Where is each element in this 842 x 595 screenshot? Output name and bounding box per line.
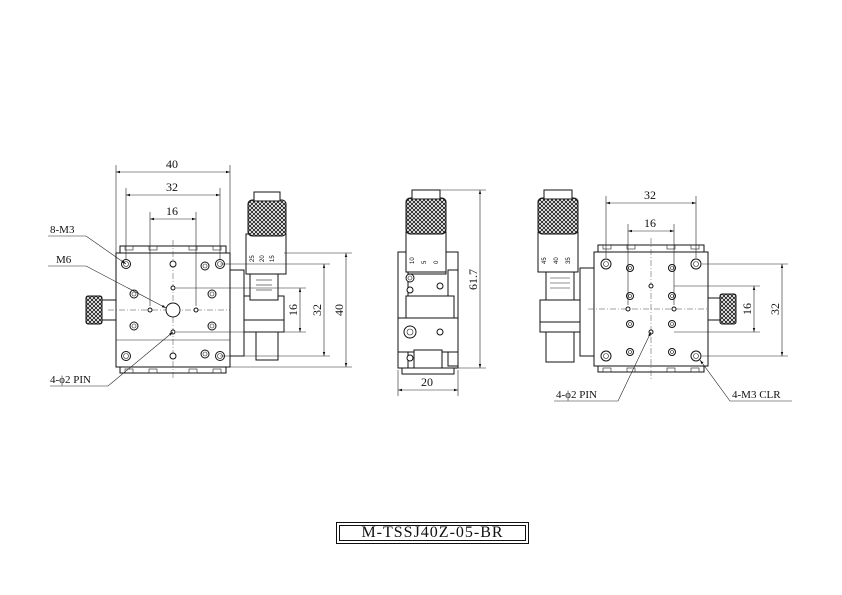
front-dim-40-width: 40 [166,157,178,171]
front-mic-number-1: 20 [260,255,266,262]
back-label-pin: 4-ϕ2 PIN [556,389,597,401]
front-label-pin: 4-ϕ2 PIN [50,374,91,386]
back-dim-16-width: 16 [644,216,656,230]
side-mic-number-0: 10 [410,257,416,264]
label-m6: M6 [56,254,72,266]
back-mic-number-0: 45 [542,257,548,264]
side-dim-61-7: 61.7 [466,269,480,290]
back-view: 45 40 35 [537,188,792,402]
label-8-m3: 8-M3 [50,224,75,236]
front-leaders [48,235,174,387]
back-dim-32-height: 32 [768,303,782,315]
side-view: 10 5 0 61.7 20 [397,189,486,396]
back-dim-16-height: 16 [740,303,754,315]
front-mic-number-0: 25 [250,255,256,262]
front-dimensions [115,165,352,368]
front-mic-number-2: 15 [270,255,276,262]
drawing-title: M-TSSJ40Z-05-BR [361,524,504,541]
front-dim-32-width: 32 [166,180,178,194]
front-dim-40-height: 40 [332,304,346,316]
side-mic-number-2: 0 [434,260,440,264]
front-dim-16-width: 16 [166,204,178,218]
side-mic-number-1: 5 [422,260,428,264]
front-micrometer: 25 20 15 [229,191,287,361]
title-block: M-TSSJ40Z-05-BR [336,522,529,544]
front-dim-16-height: 16 [286,304,300,316]
title-block-inner-border [339,525,526,541]
back-dim-32-width: 32 [644,188,656,202]
back-dimensions [605,196,788,357]
side-dim-20: 20 [421,375,433,389]
front-view: 25 20 15 40 32 16 1 [48,157,352,387]
front-dim-32-height: 32 [310,304,324,316]
back-mic-number-2: 35 [566,257,572,264]
back-micrometer: 45 40 35 [537,189,595,363]
label-4-m3-clr: 4-M3 CLR [732,389,781,401]
back-mic-number-1: 40 [554,257,560,264]
